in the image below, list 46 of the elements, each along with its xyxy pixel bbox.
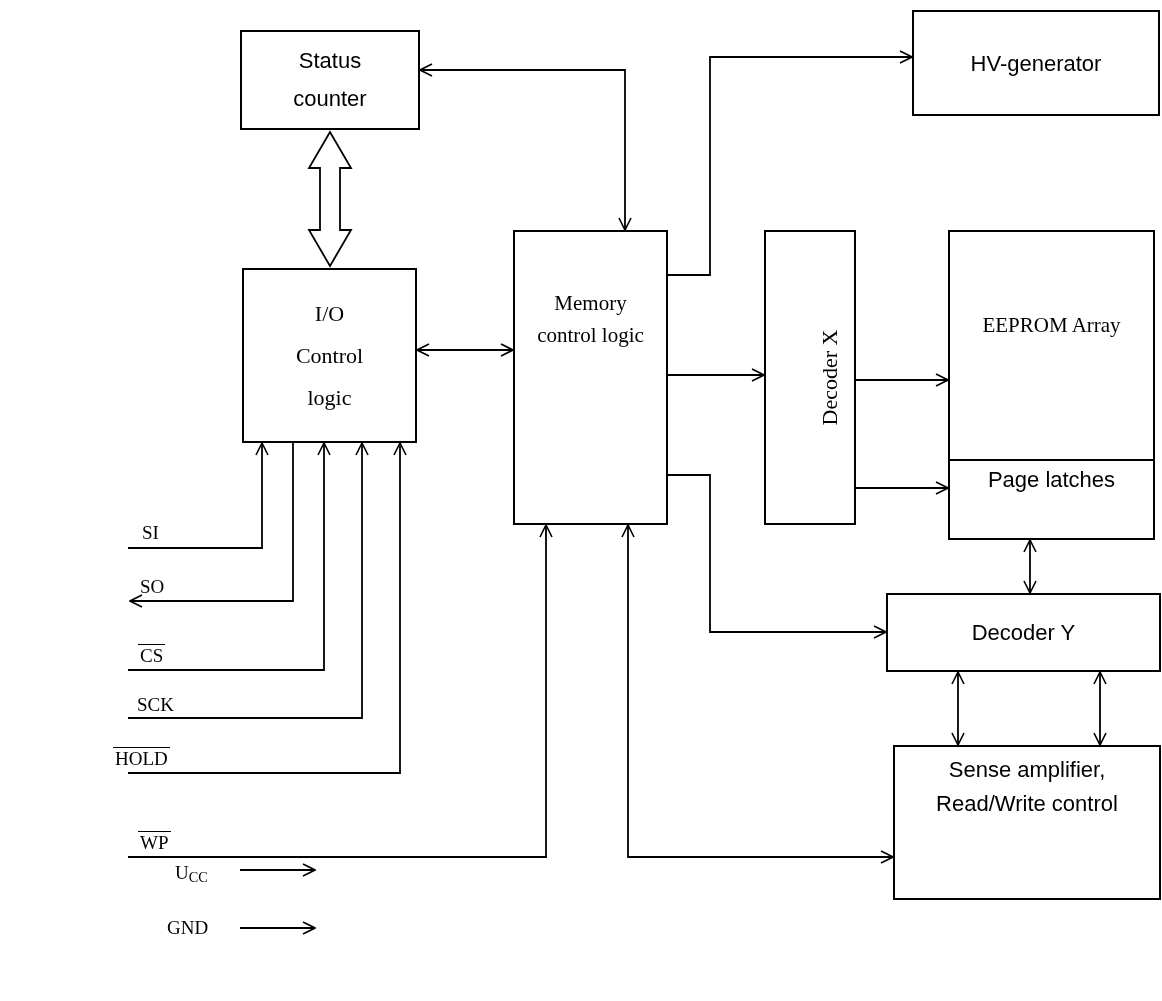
block-label: HV-generator (970, 49, 1102, 78)
arrow (951, 671, 965, 746)
arrow (855, 373, 949, 387)
arrow (129, 442, 294, 608)
block-label: Memory control logic (536, 290, 645, 349)
arrow (855, 481, 949, 495)
arrow (667, 50, 913, 276)
arrow (667, 474, 887, 639)
arrow (127, 524, 553, 858)
arrow (416, 343, 514, 357)
block-box (242, 268, 417, 443)
power-arrow (239, 863, 316, 877)
pin-label: GND (167, 915, 209, 940)
arrow (1023, 539, 1037, 594)
block-label: Page latches (987, 466, 1116, 494)
block-box (912, 10, 1160, 116)
pin-label: WP (138, 831, 171, 854)
pin-label: SO (140, 576, 165, 598)
arrow (621, 524, 894, 864)
block-label: Decoder Y (971, 619, 1076, 647)
block-label: Sense amplifier, Read/Write control (935, 756, 1119, 818)
memory-array-box (948, 230, 1155, 461)
pin-label: SI (142, 522, 159, 544)
decoder-box (764, 230, 856, 525)
arrow (127, 442, 369, 719)
arrow (127, 442, 407, 774)
arrow (667, 368, 765, 382)
block-box (513, 230, 668, 525)
block-box (240, 30, 420, 130)
block-box (893, 745, 1161, 900)
arrow (127, 442, 269, 549)
block-label: Status counter (292, 47, 368, 113)
arrow (419, 63, 632, 231)
bus-arrow (307, 130, 353, 268)
pin-label: CS (138, 644, 166, 667)
block-label: EEPROM Array (982, 312, 1121, 339)
pin-label: SCK (137, 694, 174, 716)
pin-label: HOLD (113, 747, 170, 770)
power-arrow (239, 921, 316, 935)
arrow (1093, 671, 1107, 746)
block-label: Decoder X (816, 329, 844, 426)
decoder-box (886, 593, 1161, 672)
block-label: I/O Control logic (294, 299, 365, 412)
latch-box (948, 459, 1155, 540)
pin-label: U$_{CC}$ (175, 860, 208, 888)
arrow (127, 442, 331, 671)
